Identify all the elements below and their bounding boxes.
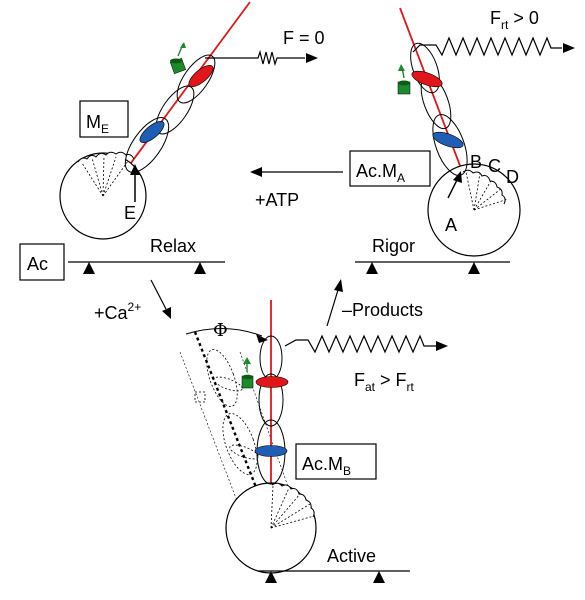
products-label: –Products [342, 300, 423, 320]
relax-state-group: ME E F = 0 [59, 1, 325, 240]
a-arrowhead [453, 171, 462, 183]
green-probe-mb [241, 357, 254, 389]
products-transition: –Products [326, 279, 423, 327]
red-light-chain-mb [255, 376, 289, 388]
phi-label: Φ [213, 320, 228, 341]
zigzag-arrowhead-mb [436, 341, 448, 351]
ghost-ellipse-1 [206, 349, 238, 407]
rigor-binding-site-1 [366, 262, 378, 274]
fan-lines-ma [465, 171, 509, 211]
fan-lines-me [81, 155, 129, 197]
d-label: D [506, 167, 519, 187]
ghost-light-chain-1 [213, 376, 243, 392]
relax-binding-site-1 [83, 262, 95, 274]
ghost-light-chain-2 [229, 444, 259, 460]
acmb-label-box [295, 443, 377, 480]
f-zero-label: F = 0 [283, 28, 325, 48]
f-rt-label: Frt > 0 [490, 8, 539, 32]
blue-light-chain-mb [254, 445, 288, 457]
spring-arrowhead-me [306, 53, 318, 63]
relax-binding-site-2 [194, 262, 206, 274]
ac-label-box [19, 243, 65, 281]
red-light-chain-me [188, 65, 214, 87]
b-label: B [470, 152, 482, 172]
active-label: Active [327, 546, 376, 566]
e-arrowhead [130, 164, 140, 175]
ca-transition: +Ca2+ [94, 279, 171, 323]
rigor-state-group: Ac.MA A B C D Frt > 0 [349, 7, 575, 257]
active-state-group: Φ Ac.MB Fat > Frt [179, 300, 448, 574]
me-label-box [79, 100, 129, 138]
lever-ellipse-mb-2 [258, 373, 284, 427]
ghost-ellipse-2 [222, 413, 258, 475]
c-label: C [488, 156, 501, 176]
ac-label: Ac [27, 254, 48, 274]
head-scallop-mb [271, 482, 315, 518]
blue-light-chain-me [139, 121, 165, 143]
ghost-envelope-left [179, 351, 253, 541]
zigzag-mb [284, 334, 436, 354]
relax-label: Relax [150, 236, 196, 256]
ca-label: +Ca2+ [94, 300, 141, 323]
lever-ellipse-me-1 [124, 117, 170, 173]
rigor-label: Rigor [372, 236, 415, 256]
lever-ellipse-ma-3 [410, 42, 440, 94]
green-probe-me [169, 42, 187, 75]
spring-me [205, 49, 305, 67]
ghost-probe [194, 391, 206, 403]
active-binding-site-2 [373, 571, 385, 583]
active-binding-site-1 [265, 571, 277, 583]
atp-label: +ATP [255, 190, 299, 210]
f-at-label: Fat > Frt [354, 370, 415, 394]
phi-angle-arc [185, 327, 263, 337]
lever-line-me [107, 1, 251, 195]
e-label: E [124, 203, 136, 223]
blue-light-chain-ma [432, 131, 464, 149]
lever-ellipse-me-3 [176, 54, 216, 104]
red-light-chain-ma [411, 70, 443, 88]
rigor-binding-site-2 [468, 262, 480, 274]
fan-lines-mb [270, 485, 315, 529]
phi-arrowhead [256, 334, 268, 343]
zigzag-ma [412, 36, 562, 57]
a-label: A [445, 215, 457, 235]
acma-label: Ac.MA [356, 161, 405, 185]
a-arrow-line [447, 177, 459, 199]
head-scallop-me [77, 151, 135, 163]
acma-label-box [349, 150, 431, 187]
atp-transition: +ATP [250, 167, 343, 210]
acmb-label: Ac.MB [302, 454, 351, 478]
me-label: ME [86, 112, 109, 136]
green-probe-ma [397, 64, 411, 95]
head-scallop-ma [462, 169, 506, 205]
zigzag-arrowhead-ma [563, 43, 575, 53]
